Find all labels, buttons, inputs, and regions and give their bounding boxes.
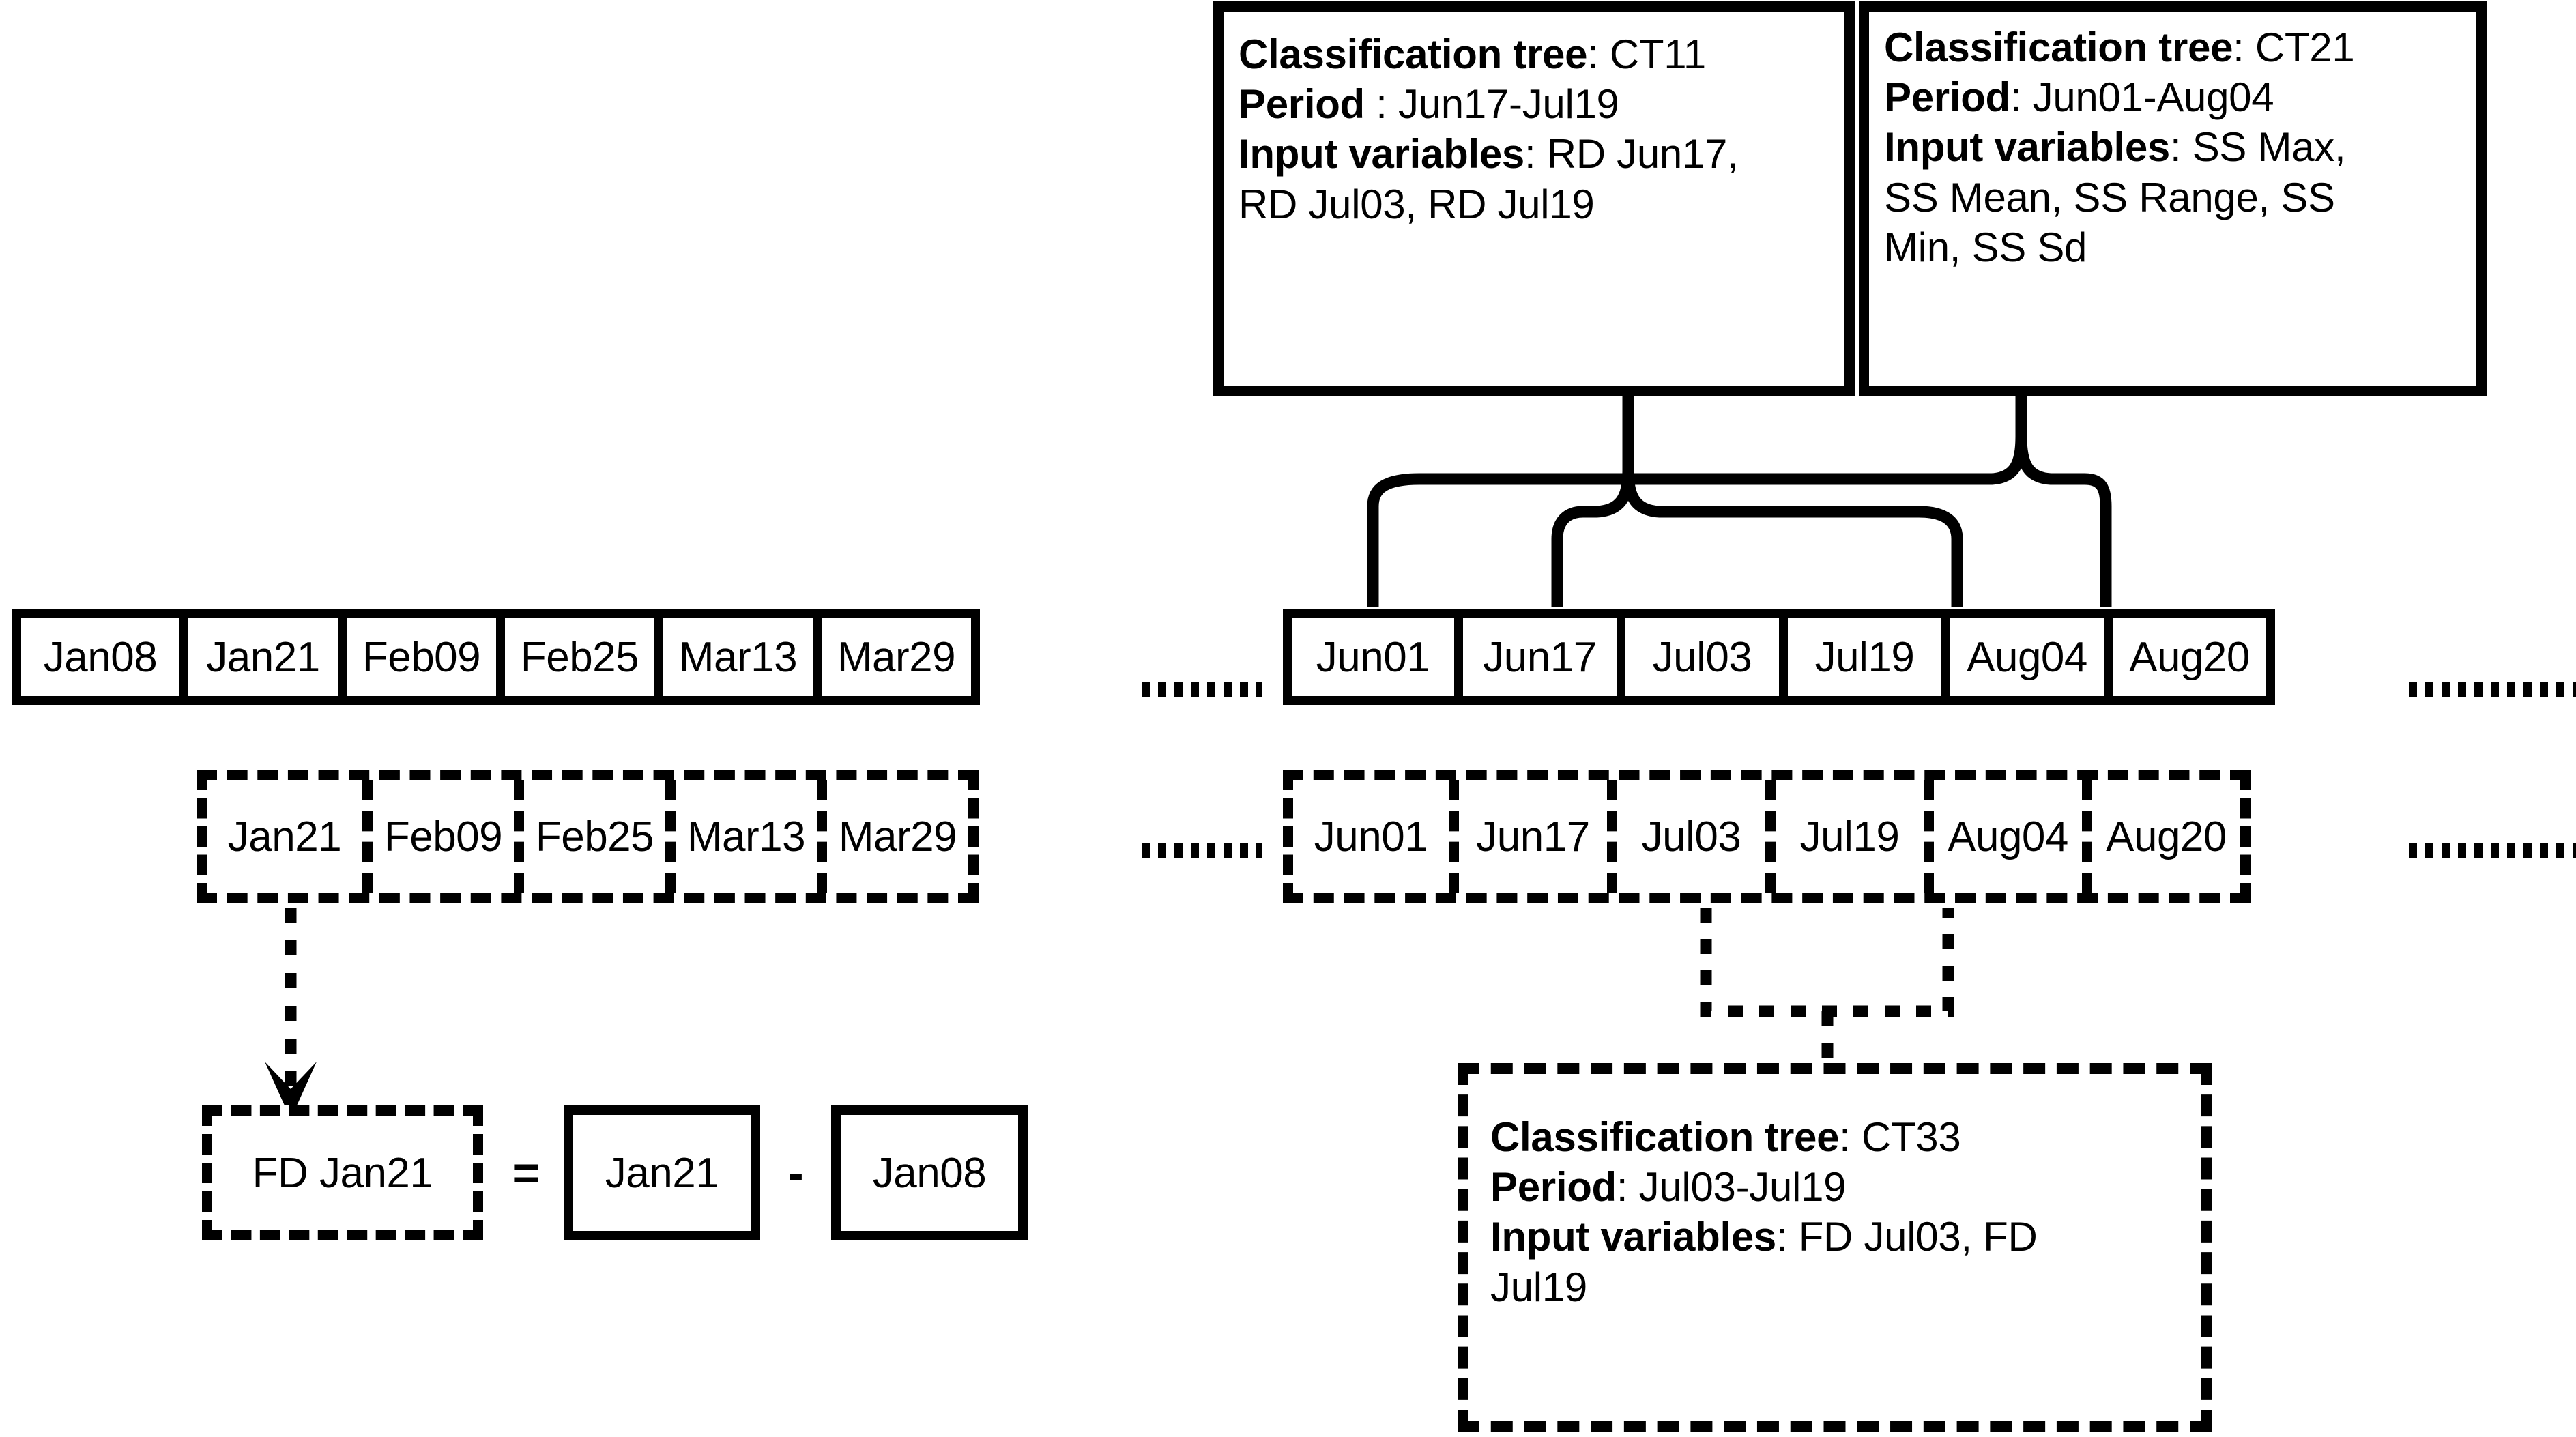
ellipsis-dots-solid-right xyxy=(2409,682,2576,697)
ct21-inputs-value: : SS Max, xyxy=(2169,124,2346,171)
ct21-period-label: Period xyxy=(1884,74,2010,121)
timeline-row-solid-left: Jan08 Jan21 Feb09 Feb25 Mar13 Mar29 xyxy=(12,609,980,705)
info-box-ct11-text: Classification tree: CT11 Period : Jun17… xyxy=(1224,12,1754,236)
timeline-cell[interactable]: Feb09 xyxy=(338,618,496,696)
ct33-inputs-label: Input variables xyxy=(1490,1214,1776,1260)
ct11-tree-value: : CT11 xyxy=(1587,31,1706,77)
ct11-period-label: Period xyxy=(1239,81,1365,128)
ellipsis-dots-dashed-middle xyxy=(1142,843,1262,858)
ct11-tree-label: Classification tree xyxy=(1239,31,1588,77)
timeline-cell[interactable]: Aug20 xyxy=(2104,618,2266,696)
ct11-inputs-value: : RD Jun17, xyxy=(1524,131,1739,177)
timeline-cell[interactable]: Aug04 xyxy=(1924,780,2082,893)
timeline-cell[interactable]: Feb25 xyxy=(514,780,665,893)
timeline-cell[interactable]: Jun01 xyxy=(1314,813,1428,860)
timeline-cell[interactable]: Aug04 xyxy=(1941,618,2104,696)
timeline-cell[interactable]: Jun01 xyxy=(1316,633,1430,681)
timeline-cell[interactable]: Jan21 xyxy=(179,618,338,696)
minus-sign: - xyxy=(787,1146,804,1200)
timeline-cell[interactable]: Feb25 xyxy=(496,618,654,696)
timeline-cell[interactable]: Mar13 xyxy=(665,780,817,893)
timeline-cell[interactable]: Mar13 xyxy=(654,618,813,696)
timeline-row-solid-right: Jun01 Jun17 Jul03 Jul19 Aug04 Aug20 xyxy=(1283,609,2275,705)
dotted-bracket-ct33 xyxy=(1700,908,1954,1066)
ct33-period-label: Period xyxy=(1490,1164,1617,1210)
timeline-cell[interactable]: Mar29 xyxy=(817,780,968,893)
equation-subtrahend-label: Jan08 xyxy=(872,1149,987,1197)
timeline-cell[interactable]: Jul03 xyxy=(1607,780,1765,893)
info-box-ct21[interactable]: Classification tree: CT21 Period: Jun01-… xyxy=(1859,1,2487,396)
timeline-cell[interactable]: Mar29 xyxy=(813,618,971,696)
ct21-tree-label: Classification tree xyxy=(1884,25,2233,70)
ct33-inputs-value-line2: Jul19 xyxy=(1490,1264,1587,1310)
info-box-ct33-text: Classification tree: CT33 Period: Jul03-… xyxy=(1468,1074,2053,1319)
info-box-ct33[interactable]: Classification tree: CT33 Period: Jul03-… xyxy=(1458,1063,2212,1432)
ct21-inputs-label: Input variables xyxy=(1884,124,2170,171)
brace-ct21 xyxy=(1367,396,2112,607)
equation-subtrahend-box[interactable]: Jan08 xyxy=(831,1105,1028,1240)
ct21-tree-value: : CT21 xyxy=(2233,25,2355,70)
ct11-inputs-label: Input variables xyxy=(1239,131,1524,177)
equation-result-label: FD Jan21 xyxy=(252,1149,433,1197)
ellipsis-dots-dashed-right xyxy=(2409,843,2576,858)
ct33-inputs-value: : FD Jul03, FD xyxy=(1776,1214,2038,1260)
timeline-cell[interactable]: Jan21 xyxy=(227,813,342,860)
equation-minuend-box[interactable]: Jan21 xyxy=(564,1105,760,1240)
timeline-cell[interactable]: Jun17 xyxy=(1454,618,1617,696)
info-box-ct21-text: Classification tree: CT21 Period: Jun01-… xyxy=(1869,12,2369,279)
equation-result-box[interactable]: FD Jan21 xyxy=(202,1105,483,1240)
equals-sign: = xyxy=(512,1146,540,1200)
equation-minuend-label: Jan21 xyxy=(605,1149,719,1197)
ct21-inputs-value-line3: Min, SS Sd xyxy=(1884,224,2087,270)
timeline-cell[interactable]: Jun17 xyxy=(1449,780,1607,893)
timeline-cell[interactable]: Jan08 xyxy=(43,633,158,681)
info-box-ct11[interactable]: Classification tree: CT11 Period : Jun17… xyxy=(1213,1,1855,396)
ct11-period-value: : Jun17-Jul19 xyxy=(1364,81,1619,128)
timeline-row-dashed-left: Jan21 Feb09 Feb25 Mar13 Mar29 xyxy=(197,770,979,903)
timeline-cell[interactable]: Jul03 xyxy=(1617,618,1779,696)
ct11-inputs-value-line2: RD Jul03, RD Jul19 xyxy=(1239,181,1595,227)
timeline-cell[interactable]: Jul19 xyxy=(1779,618,1941,696)
timeline-cell[interactable]: Aug20 xyxy=(2082,780,2240,893)
ct21-period-value: : Jun01-Aug04 xyxy=(2010,74,2274,121)
ellipsis-dots-solid-middle xyxy=(1142,682,1262,697)
timeline-row-dashed-right: Jun01 Jun17 Jul03 Jul19 Aug04 Aug20 xyxy=(1283,770,2251,903)
ct33-tree-value: : CT33 xyxy=(1839,1114,1961,1160)
ct33-period-value: : Jul03-Jul19 xyxy=(1616,1164,1847,1210)
brace-ct11 xyxy=(1551,396,1963,607)
ct21-inputs-value-line2: SS Mean, SS Range, SS xyxy=(1884,174,2335,220)
ct33-tree-label: Classification tree xyxy=(1490,1114,1840,1160)
timeline-cell[interactable]: Feb09 xyxy=(362,780,514,893)
timeline-cell[interactable]: Jul19 xyxy=(1765,780,1924,893)
